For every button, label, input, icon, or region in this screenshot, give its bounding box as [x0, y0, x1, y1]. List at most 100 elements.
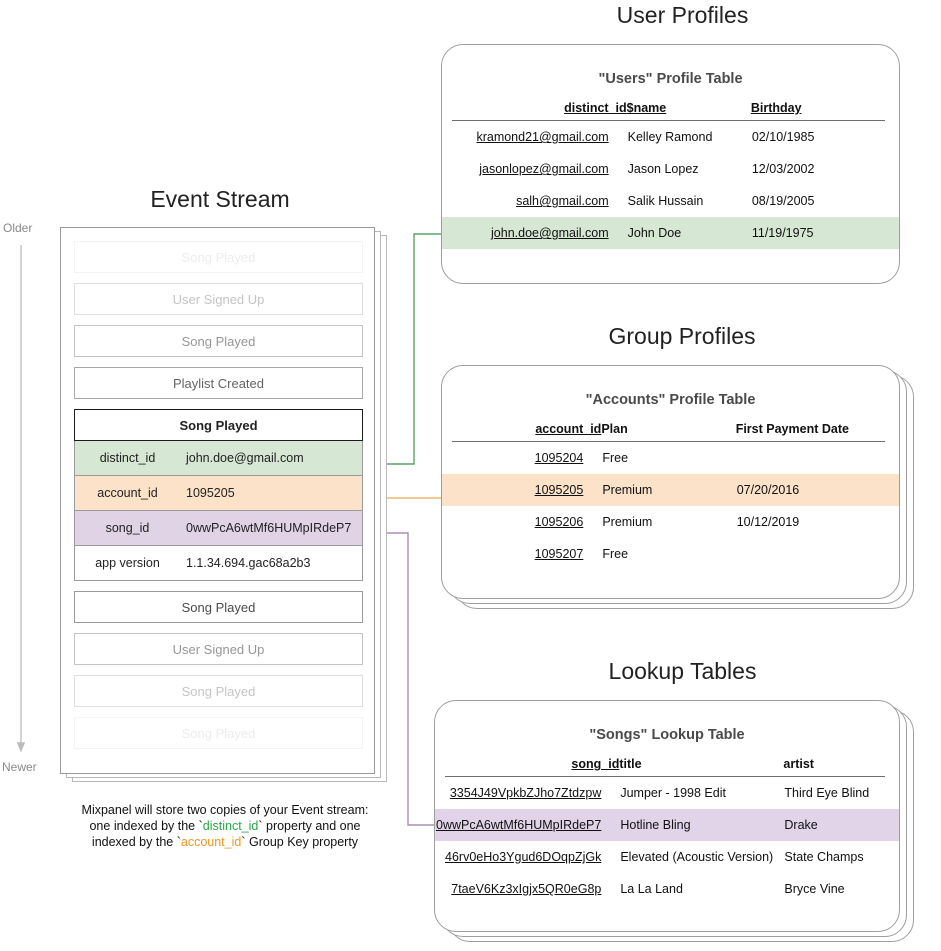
- cell-distinct-id: john.doe@gmail.com: [491, 226, 609, 241]
- table-header-row: song_id title artist: [435, 753, 899, 776]
- table-row[interactable]: 1095206 Premium 10/12/2019: [442, 506, 899, 538]
- event-row[interactable]: Song Played: [74, 591, 363, 623]
- table-header-rule: [452, 441, 885, 443]
- caption-line-1: Mixpanel will store two copies of your E…: [81, 803, 369, 817]
- property-key: distinct_id: [99, 451, 156, 465]
- table-rule-row: [435, 776, 899, 778]
- table-header-row: distinct_id $name Birthday: [442, 97, 899, 120]
- caption-line-3-suffix: ` Group Key property: [241, 835, 359, 849]
- event-stream-title: Event Stream: [150, 186, 290, 212]
- property-value: 0wwPcA6wtMf6HUMpIRdeP7: [186, 521, 352, 535]
- cell-birthday: 11/19/1975: [751, 226, 814, 241]
- cell-plan: Free: [602, 451, 629, 466]
- column-header-first-payment-date: First Payment Date: [735, 422, 849, 436]
- table-row[interactable]: 1095207 Free: [442, 538, 899, 570]
- cell-song-id: 3354J49VpkbZJho7Ztdzpw: [449, 786, 602, 801]
- cell-birthday: 02/10/1985: [751, 130, 815, 145]
- event-stream-stack: Song Played User Signed Up Song Played P…: [60, 227, 387, 782]
- event-property-app-version: app version 1.1.34.694.gac68a2b3: [74, 546, 363, 581]
- event-row[interactable]: User Signed Up: [74, 283, 363, 315]
- cell-first-payment-date: 07/20/2016: [736, 483, 800, 498]
- cell-song-id: 7taeV6Kz3xIgjx5QR0eG8p: [451, 882, 602, 897]
- cell-title: Hotline Bling: [620, 818, 691, 833]
- table-row[interactable]: 3354J49VpkbZJho7Ztdzpw Jumper - 1998 Edi…: [435, 777, 899, 809]
- token-account-id: account_id: [180, 835, 242, 849]
- event-row[interactable]: Playlist Created: [74, 367, 363, 399]
- cell-first-payment-date: [736, 442, 899, 474]
- table-row[interactable]: 7taeV6Kz3xIgjx5QR0eG8p La La Land Bryce …: [435, 873, 899, 905]
- table-row[interactable]: jasonlopez@gmail.com Jason Lopez 12/03/2…: [442, 153, 899, 185]
- caption-line-2: one indexed by the `distinct_id` propert…: [35, 818, 415, 834]
- table-row-highlighted[interactable]: john.doe@gmail.com John Doe 11/19/1975: [442, 217, 899, 250]
- column-header-title: title: [619, 757, 642, 771]
- column-header-birthday: Birthday: [750, 101, 802, 115]
- property-key: song_id: [105, 521, 150, 535]
- cell-song-id: 0wwPcA6wtMf6HUMpIRdeP7: [436, 818, 602, 833]
- event-property-distinct-id: distinct_id john.doe@gmail.com: [74, 441, 363, 476]
- cell-account-id: 1095204: [534, 451, 584, 466]
- table-row[interactable]: kramond21@gmail.com Kelley Ramond 02/10/…: [442, 121, 899, 153]
- table-row-highlighted[interactable]: 1095205 Premium 07/20/2016: [442, 474, 899, 507]
- cell-title: Elevated (Acoustic Version): [620, 850, 774, 865]
- table-header-rule: [445, 776, 885, 778]
- event-property-song-id: song_id 0wwPcA6wtMf6HUMpIRdeP7: [74, 511, 363, 546]
- table-rule-row: [442, 120, 899, 122]
- table-row[interactable]: salh@gmail.com Salik Hussain 08/19/2005: [442, 185, 899, 217]
- cell-artist: State Champs: [784, 850, 864, 865]
- cell-artist: Drake: [784, 818, 818, 833]
- column-header-song-id: song_id: [571, 757, 620, 771]
- users-table: distinct_id $name Birthday kramond21@gma…: [442, 97, 899, 250]
- cell-name: Salik Hussain: [627, 194, 704, 209]
- group-profiles-stack: "Accounts" Profile Table account_id Plan…: [441, 365, 921, 615]
- table-row-highlighted[interactable]: 0wwPcA6wtMf6HUMpIRdeP7 Hotline Bling Dra…: [435, 809, 899, 842]
- table-header-rule: [452, 120, 885, 122]
- cell-song-id: 46rv0eHo3Ygud6DOqpZjGk: [445, 850, 602, 865]
- caption-line-2-suffix: ` property and one: [258, 819, 361, 833]
- accounts-profile-card: "Accounts" Profile Table account_id Plan…: [441, 365, 900, 599]
- cell-artist: Third Eye Blind: [784, 786, 870, 801]
- timeline-newer-label: Newer: [2, 760, 37, 774]
- event-row[interactable]: Song Played: [74, 241, 363, 273]
- songs-table-title: "Songs" Lookup Table: [589, 727, 745, 743]
- cell-name: Kelley Ramond: [627, 130, 713, 145]
- column-header-plan: Plan: [601, 422, 628, 436]
- cell-account-id: 1095205: [534, 483, 584, 498]
- property-key: app version: [95, 556, 160, 570]
- table-header-row: account_id Plan First Payment Date: [442, 418, 899, 441]
- cell-plan: Premium: [602, 483, 653, 498]
- event-row[interactable]: Song Played: [74, 675, 363, 707]
- cell-title: Jumper - 1998 Edit: [620, 786, 726, 801]
- cell-account-id: 1095206: [534, 515, 584, 530]
- cell-distinct-id: kramond21@gmail.com: [476, 130, 609, 145]
- users-table-title: "Users" Profile Table: [598, 71, 743, 87]
- column-header-account-id: account_id: [535, 422, 602, 436]
- table-row[interactable]: 1095204 Free: [442, 442, 899, 474]
- event-row[interactable]: User Signed Up: [74, 633, 363, 665]
- event-row[interactable]: Song Played: [74, 717, 363, 749]
- songs-lookup-card: "Songs" Lookup Table song_id title artis…: [434, 700, 900, 932]
- cell-distinct-id: salh@gmail.com: [516, 194, 609, 209]
- property-value: 1095205: [186, 486, 235, 500]
- caption-line-2-prefix: one indexed by the `: [89, 819, 203, 833]
- cell-birthday: 12/03/2002: [751, 162, 815, 177]
- cell-birthday: 08/19/2005: [751, 194, 815, 209]
- accounts-table: account_id Plan First Payment Date 10952…: [442, 418, 899, 570]
- property-value: 1.1.34.694.gac68a2b3: [186, 556, 311, 570]
- table-row[interactable]: 46rv0eHo3Ygud6DOqpZjGk Elevated (Acousti…: [435, 841, 899, 873]
- cell-plan: Free: [602, 547, 629, 562]
- token-distinct-id: distinct_id: [202, 819, 259, 833]
- expanded-event-name: Song Played: [74, 409, 363, 441]
- cell-title: La La Land: [620, 882, 683, 897]
- caption-line-3: indexed by the `account_id` Group Key pr…: [35, 834, 415, 850]
- expanded-event-card[interactable]: Song Played distinct_id john.doe@gmail.c…: [74, 409, 363, 581]
- column-header-artist: artist: [783, 757, 814, 771]
- lookup-tables-title: Lookup Tables: [608, 658, 757, 684]
- user-profiles-stack: "Users" Profile Table distinct_id $name …: [441, 44, 911, 288]
- cell-distinct-id: jasonlopez@gmail.com: [479, 162, 609, 177]
- property-value: john.doe@gmail.com: [186, 451, 304, 465]
- cell-first-payment-date: [736, 538, 899, 570]
- event-property-account-id: account_id 1095205: [74, 476, 363, 511]
- cell-artist: Bryce Vine: [784, 882, 845, 897]
- event-row[interactable]: Song Played: [74, 325, 363, 357]
- table-rule-row: [442, 441, 899, 443]
